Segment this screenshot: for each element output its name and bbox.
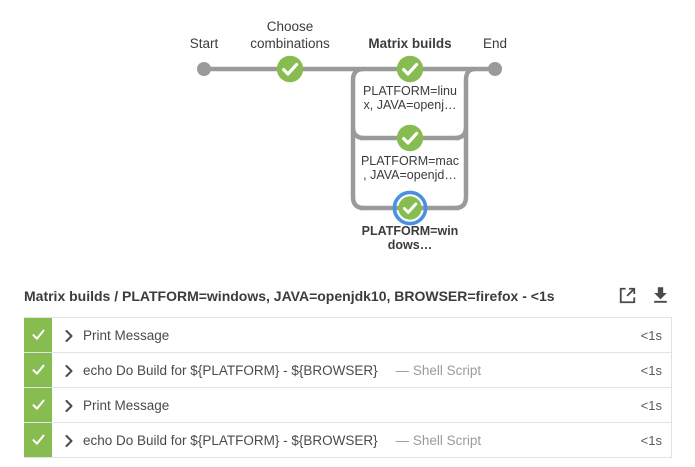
step-duration: <1s — [640, 327, 662, 343]
step-label: Print Message — [83, 397, 170, 413]
branch-label-linux-line1: PLATFORM=linu — [363, 84, 457, 98]
step-status-success-icon — [24, 423, 52, 457]
step-duration: <1s — [640, 432, 662, 448]
selected-branch-title: Matrix builds / PLATFORM=windows, JAVA=o… — [24, 287, 555, 304]
header-actions — [616, 284, 672, 307]
chevron-right-icon[interactable] — [65, 434, 73, 447]
start-node-dot — [197, 62, 211, 76]
step-annotation: — Shell Script — [395, 362, 482, 378]
branch-label-mac-line1: PLATFORM=mac — [360, 154, 460, 168]
step-row-shell-script-1[interactable]: echo Do Build for ${PLATFORM} - ${BROWSE… — [24, 353, 671, 388]
node-matrix-windows-selected-success-icon[interactable] — [392, 190, 428, 226]
step-label: echo Do Build for ${PLATFORM} - ${BROWSE… — [83, 362, 378, 378]
stage-label-end: End — [482, 36, 508, 51]
step-annotation: — Shell Script — [395, 432, 482, 448]
step-content: echo Do Build for ${PLATFORM} - ${BROWSE… — [52, 353, 671, 387]
node-matrix-linux-success-icon[interactable] — [396, 55, 424, 83]
step-details-panel: Matrix builds / PLATFORM=windows, JAVA=o… — [0, 284, 695, 458]
step-row-shell-script-2[interactable]: echo Do Build for ${PLATFORM} - ${BROWSE… — [24, 423, 671, 458]
branch-label-mac[interactable]: PLATFORM=mac , JAVA=openjd… — [358, 154, 462, 182]
step-list: Print Message <1s echo Do Build for ${PL… — [24, 317, 672, 458]
step-content: Print Message <1s — [52, 388, 671, 422]
open-in-new-icon[interactable] — [616, 284, 639, 307]
branch-label-linux-line2: x, JAVA=openj… — [363, 98, 457, 112]
step-status-success-icon — [24, 318, 52, 352]
node-choose-combinations-success-icon[interactable] — [276, 55, 304, 83]
end-node-dot — [488, 62, 502, 76]
stage-label-matrix-builds: Matrix builds — [368, 36, 452, 51]
pipeline-graph-canvas — [197, 55, 502, 226]
branch-label-windows-line2: dows… — [387, 238, 433, 252]
node-matrix-mac-success-icon[interactable] — [396, 124, 424, 152]
branch-label-windows-line1: PLATFORM=win — [361, 224, 459, 238]
step-duration: <1s — [640, 397, 662, 413]
chevron-right-icon[interactable] — [65, 329, 73, 342]
step-status-success-icon — [24, 353, 52, 387]
chevron-right-icon[interactable] — [65, 364, 73, 377]
download-icon[interactable] — [649, 284, 672, 307]
details-header: Matrix builds / PLATFORM=windows, JAVA=o… — [24, 284, 672, 307]
step-label: echo Do Build for ${PLATFORM} - ${BROWSE… — [83, 432, 378, 448]
branch-label-linux[interactable]: PLATFORM=linu x, JAVA=openj… — [358, 84, 462, 112]
branch-label-mac-line2: , JAVA=openjd… — [363, 168, 457, 182]
step-duration: <1s — [640, 362, 662, 378]
step-status-success-icon — [24, 388, 52, 422]
chevron-right-icon[interactable] — [65, 399, 73, 412]
step-row-print-message-1[interactable]: Print Message <1s — [24, 318, 671, 353]
step-content: Print Message <1s — [52, 318, 671, 352]
pipeline-graph: Start Choose combinations Matrix builds … — [189, 19, 508, 252]
stage-label-start: Start — [189, 36, 219, 51]
step-content: echo Do Build for ${PLATFORM} - ${BROWSE… — [52, 423, 671, 457]
step-row-print-message-2[interactable]: Print Message <1s — [24, 388, 671, 423]
stage-label-choose-combinations: Choose combinations — [250, 19, 330, 51]
step-label: Print Message — [83, 327, 170, 343]
branch-label-windows[interactable]: PLATFORM=win dows… — [358, 224, 462, 252]
